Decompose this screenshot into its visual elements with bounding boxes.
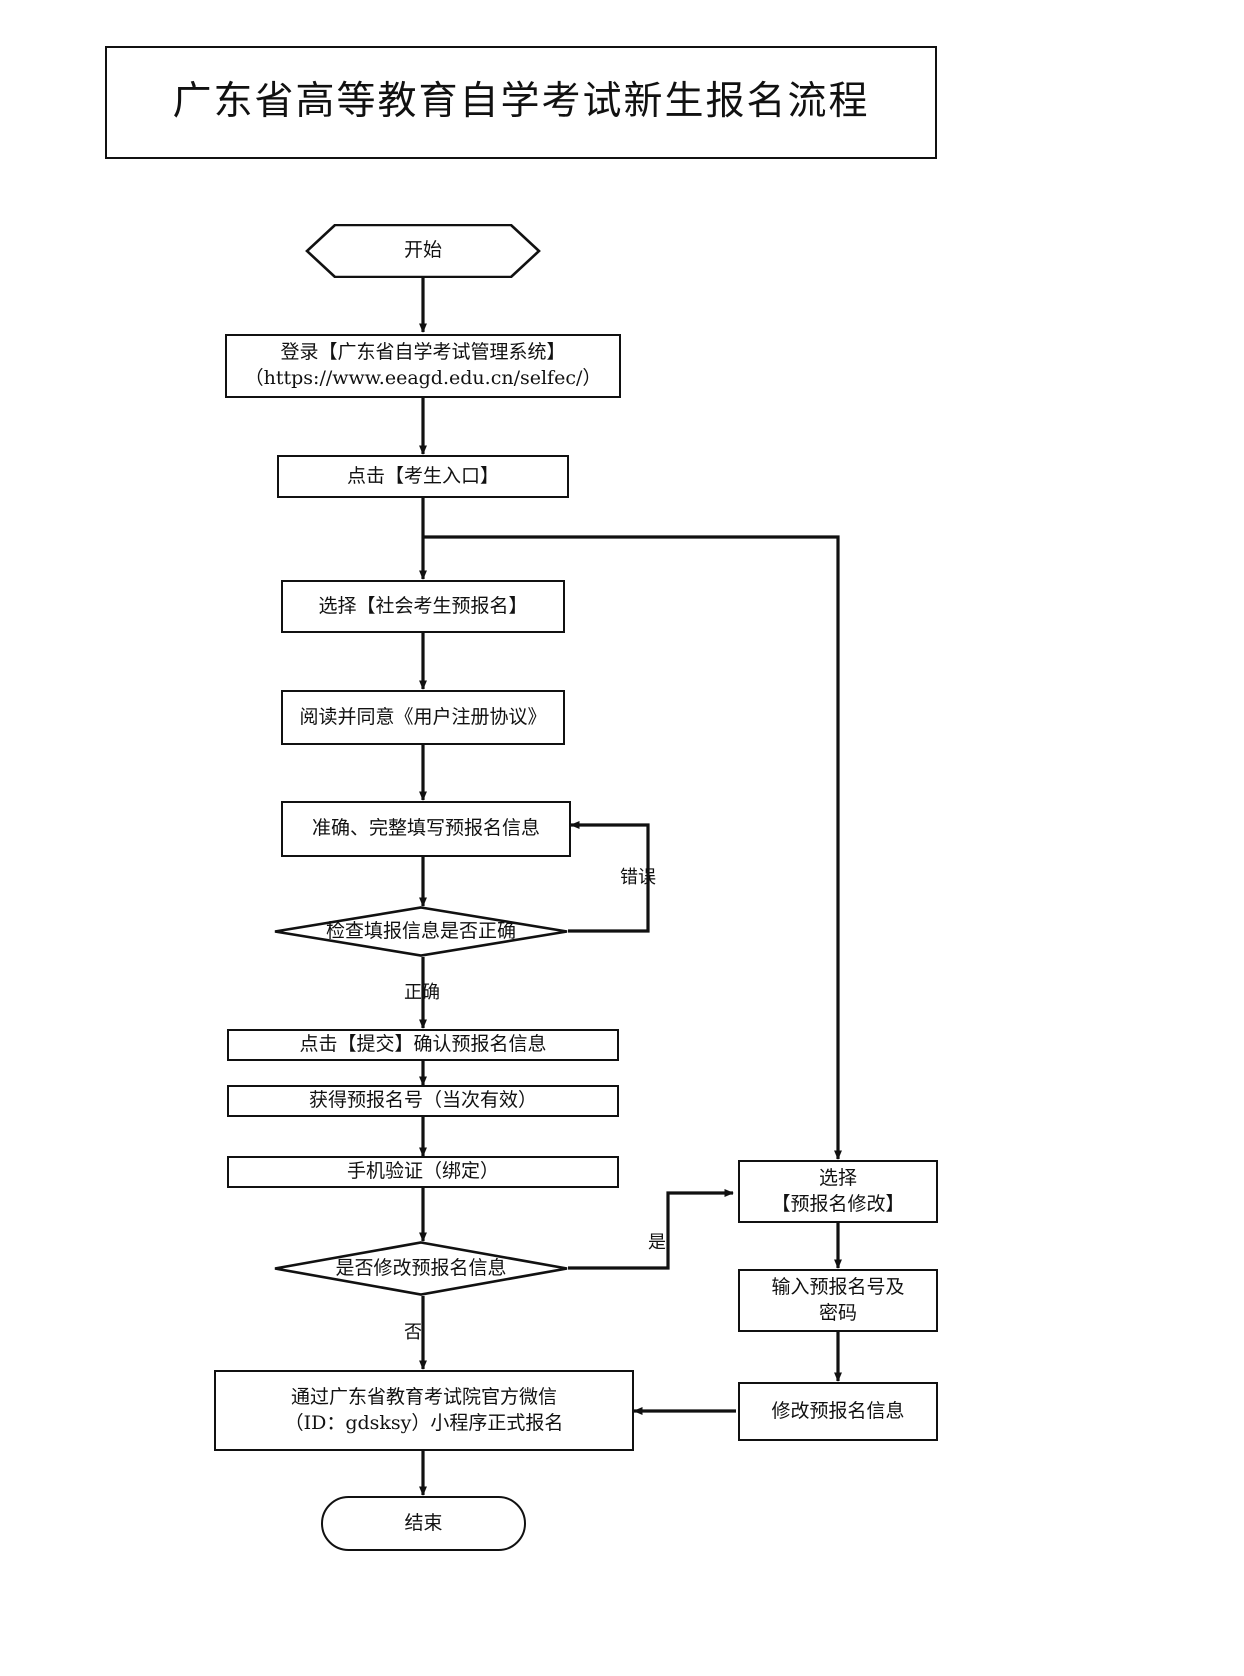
node-choose-edit-label-line2: 【预报名修改】 bbox=[771, 1192, 905, 1215]
node-candidate-entry: 点击【考生入口】 bbox=[277, 455, 569, 498]
node-user-agreement-label: 阅读并同意《用户注册协议》 bbox=[299, 705, 547, 728]
node-candidate-entry-label: 点击【考生入口】 bbox=[346, 464, 499, 487]
node-phone-verify: 手机验证（绑定） bbox=[227, 1156, 619, 1188]
edge-label-no: 否 bbox=[404, 1322, 422, 1343]
node-wechat-label-line2: （ID：gdsksy）小程序正式报名 bbox=[284, 1411, 564, 1434]
node-check-info-decision-label: 检查填报信息是否正确 bbox=[325, 919, 516, 942]
node-login-label-line1: 登录【广东省自学考试管理系统】 bbox=[280, 341, 566, 364]
node-get-prereg-number-label: 获得预报名号（当次有效） bbox=[308, 1089, 537, 1112]
node-input-number-password-label-line2: 密码 bbox=[818, 1301, 857, 1324]
node-do-modify-label: 修改预报名信息 bbox=[771, 1399, 905, 1422]
edge-modifyq-yes bbox=[568, 1189, 734, 1270]
page-title-text: 广东省高等教育自学考试新生报名流程 bbox=[172, 79, 870, 125]
node-modify-decision: 是否修改预报名信息 bbox=[273, 1241, 569, 1296]
node-get-prereg-number: 获得预报名号（当次有效） bbox=[227, 1085, 619, 1117]
node-input-number-password: 输入预报名号及 密码 bbox=[738, 1269, 938, 1332]
edge-label-correct: 正确 bbox=[404, 982, 440, 1003]
edge-check-error-loop bbox=[568, 821, 650, 933]
edge-label-yes: 是 bbox=[648, 1232, 666, 1253]
node-submit-confirm-label: 点击【提交】确认预报名信息 bbox=[299, 1033, 547, 1056]
node-fill-info: 准确、完整填写预报名信息 bbox=[281, 801, 571, 857]
edge-entry-chooseedit bbox=[423, 535, 842, 1160]
node-start-label: 开始 bbox=[403, 239, 442, 262]
node-submit-confirm: 点击【提交】确认预报名信息 bbox=[227, 1029, 619, 1061]
page-title: 广东省高等教育自学考试新生报名流程 bbox=[105, 46, 937, 159]
node-user-agreement: 阅读并同意《用户注册协议》 bbox=[281, 690, 565, 745]
node-phone-verify-label: 手机验证（绑定） bbox=[346, 1160, 499, 1183]
node-choose-edit: 选择 【预报名修改】 bbox=[738, 1160, 938, 1223]
node-wechat-label-line1: 通过广东省教育考试院官方微信 bbox=[290, 1385, 557, 1408]
node-end: 结束 bbox=[321, 1496, 526, 1551]
node-choose-pre-registration: 选择【社会考生预报名】 bbox=[281, 580, 565, 633]
hexagon-shape bbox=[305, 224, 541, 278]
diamond-shape bbox=[273, 1241, 569, 1296]
node-check-info-decision: 检查填报信息是否正确 bbox=[273, 906, 569, 957]
node-do-modify: 修改预报名信息 bbox=[738, 1382, 938, 1441]
node-fill-info-label: 准确、完整填写预报名信息 bbox=[311, 817, 540, 840]
node-login-label-line2: （https://www.eeagd.edu.cn/selfec/） bbox=[244, 367, 602, 389]
node-choose-pre-registration-label: 选择【社会考生预报名】 bbox=[318, 594, 528, 617]
node-choose-edit-label-line1: 选择 bbox=[818, 1166, 857, 1189]
diamond-shape bbox=[273, 906, 569, 957]
node-wechat-official-registration: 通过广东省教育考试院官方微信 （ID：gdsksy）小程序正式报名 bbox=[214, 1370, 634, 1451]
edge-label-error: 错误 bbox=[620, 867, 656, 888]
node-end-label: 结束 bbox=[404, 1511, 443, 1534]
node-modify-decision-label: 是否修改预报名信息 bbox=[335, 1256, 507, 1279]
node-start: 开始 bbox=[305, 224, 541, 278]
node-login: 登录【广东省自学考试管理系统】 （https://www.eeagd.edu.c… bbox=[225, 334, 621, 398]
node-input-number-password-label-line1: 输入预报名号及 bbox=[771, 1275, 905, 1298]
